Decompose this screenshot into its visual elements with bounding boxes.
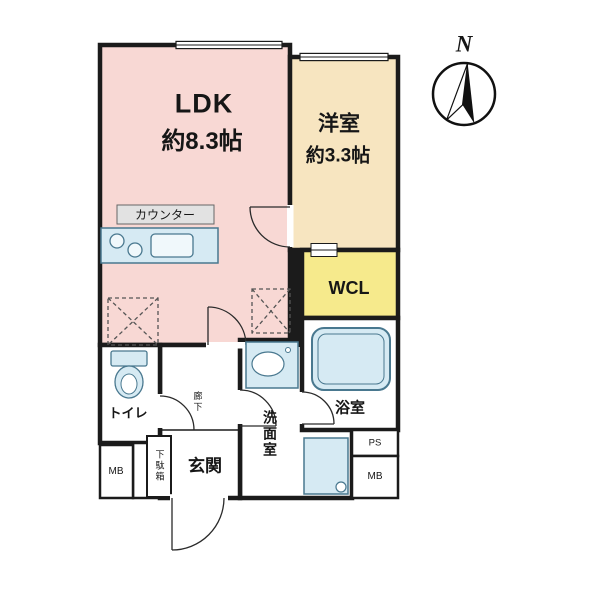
bathroom-label: 浴室 bbox=[334, 399, 366, 417]
dashed-x-box-right bbox=[251, 288, 291, 334]
door-gaps bbox=[157, 205, 306, 502]
entrance-door-arc bbox=[171, 497, 225, 551]
toilet-door-arc bbox=[159, 395, 195, 431]
windows bbox=[175, 40, 389, 62]
wcl-label: WCL bbox=[328, 278, 370, 298]
room-western bbox=[287, 54, 401, 253]
counter-label: カウンター bbox=[134, 208, 196, 222]
compass-needle-icon bbox=[446, 63, 475, 124]
dashed-x-box-left bbox=[107, 297, 159, 346]
meter-box-right bbox=[350, 454, 400, 500]
hallway-label: 廊下 bbox=[192, 391, 203, 413]
western-size-label: 約3.3帖 bbox=[305, 145, 371, 167]
toilet-tank-icon bbox=[110, 350, 148, 367]
door-arcs bbox=[159, 206, 335, 551]
compass-n-label: N bbox=[455, 31, 473, 57]
ldk-size-label: 約8.3帖 bbox=[161, 128, 243, 155]
pipe-space-box bbox=[350, 428, 400, 458]
dashed-boxes bbox=[107, 288, 291, 346]
fixtures bbox=[110, 327, 391, 495]
bathtub-icon bbox=[311, 327, 391, 391]
meter-box-right-label: MB bbox=[367, 471, 383, 482]
stove-burner-icon bbox=[109, 233, 125, 249]
service-boxes bbox=[98, 428, 400, 500]
meter-box-left-label: MB bbox=[108, 466, 124, 477]
wcl-entry-door bbox=[310, 243, 338, 257]
entrance-label: 玄関 bbox=[188, 456, 222, 476]
pipe-space-label: PS bbox=[368, 437, 382, 449]
room-ldk bbox=[97, 42, 293, 348]
wall-block bbox=[288, 248, 304, 347]
western-door-arc bbox=[249, 206, 291, 248]
counter-label-box bbox=[116, 204, 215, 225]
kitchen-sink-icon bbox=[150, 233, 194, 258]
compass bbox=[431, 61, 497, 127]
kitchen bbox=[100, 204, 219, 264]
shoe-cabinet-label: 下駄箱 bbox=[154, 449, 165, 483]
stove-burner-icon bbox=[127, 242, 143, 258]
toilet-label: トイレ bbox=[108, 405, 148, 421]
ldk-name-label: LDK bbox=[174, 88, 234, 119]
western-name-label: 洋室 bbox=[318, 112, 360, 136]
ldk-door-arc bbox=[207, 306, 247, 346]
washroom-door-arc bbox=[239, 389, 277, 427]
shoe-cabinet-box bbox=[146, 435, 172, 498]
bathroom-door-arc bbox=[301, 391, 335, 425]
meter-box-left bbox=[98, 443, 135, 500]
washroom-label: 洗面室 bbox=[262, 410, 278, 458]
